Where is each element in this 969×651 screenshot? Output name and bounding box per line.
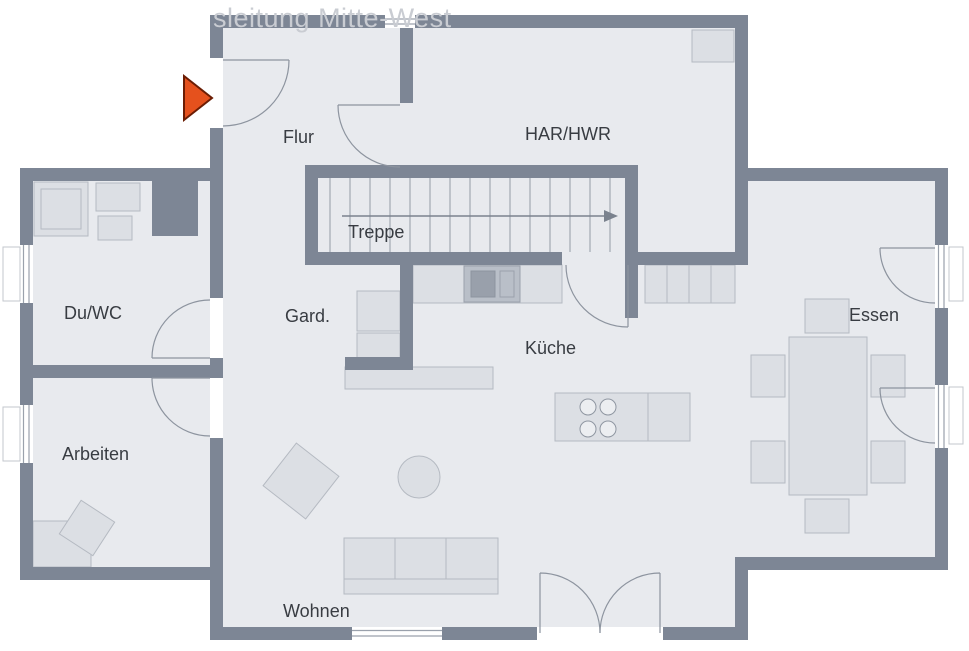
- furniture: [32, 29, 906, 595]
- bathroom-partition: [152, 181, 198, 236]
- window-essen-1: [937, 245, 945, 308]
- room-label-flur: Flur: [283, 127, 314, 147]
- shower-tray: [40, 188, 82, 230]
- window-wohnen: [352, 629, 442, 637]
- room-label-treppe: Treppe: [348, 222, 404, 242]
- terrace-door-left-swing: [539, 572, 601, 634]
- dining-chair: [750, 440, 786, 484]
- arbeiten-door-swing: [151, 377, 211, 437]
- wardrobe-top: [356, 290, 401, 332]
- window-top: [385, 18, 415, 25]
- entrance-door-swing: [222, 59, 290, 127]
- window-essen-2: [937, 385, 945, 448]
- dining-chair: [870, 440, 906, 484]
- duwc-door-swing: [151, 299, 211, 359]
- room-floor-passage: [735, 265, 748, 557]
- room-label-wohnen: Wohnen: [283, 601, 350, 621]
- room-label-du-wc: Du/WC: [64, 303, 122, 323]
- doors: [151, 59, 661, 634]
- desk-chair: [58, 499, 116, 557]
- har-door-swing: [337, 104, 401, 168]
- dining-chair: [804, 298, 850, 334]
- window-arbeiten: [22, 405, 30, 463]
- windows: [2, 18, 964, 637]
- room-label-arbeiten: Arbeiten: [62, 444, 129, 464]
- staircase: [329, 178, 618, 252]
- stair-direction-arrow-icon: [604, 210, 618, 222]
- room-label-essen: Essen: [849, 305, 899, 325]
- dining-chair: [870, 354, 906, 398]
- washbasin: [95, 182, 141, 212]
- room-labels: Flur HAR/HWR Treppe Du/WC Gard. Küche Es…: [62, 124, 899, 621]
- utility-appliance: [691, 29, 735, 63]
- dining-chair: [804, 498, 850, 534]
- terrace-door-right-swing: [599, 572, 661, 634]
- coffee-table: [397, 455, 441, 499]
- toilet: [97, 215, 133, 241]
- watermark-text: sleitung Mitte-West: [213, 3, 452, 33]
- entrance-arrow-icon: [183, 73, 214, 123]
- kitchen-oven-door: [470, 270, 496, 298]
- cooktop-burners: [579, 398, 617, 438]
- room-label-har-hwr: HAR/HWR: [525, 124, 611, 144]
- walls: [20, 15, 948, 640]
- room-label-gard: Gard.: [285, 306, 330, 326]
- dining-table: [788, 336, 868, 496]
- dining-chair: [750, 354, 786, 398]
- kitchen-counter-right: [644, 264, 736, 304]
- kitchen-appliance-panel: [499, 270, 515, 298]
- shower: [33, 181, 89, 237]
- room-label-kueche: Küche: [525, 338, 576, 358]
- sideboard: [344, 366, 494, 390]
- sofa: [343, 537, 499, 595]
- window-duwc: [22, 245, 30, 303]
- kitchen-island: [554, 392, 691, 442]
- armchair: [262, 442, 340, 520]
- kitchen-door-swing: [565, 264, 629, 328]
- french-window-swing-2: [879, 387, 936, 444]
- french-window-swing-1: [879, 247, 936, 304]
- room-floors: [33, 28, 935, 627]
